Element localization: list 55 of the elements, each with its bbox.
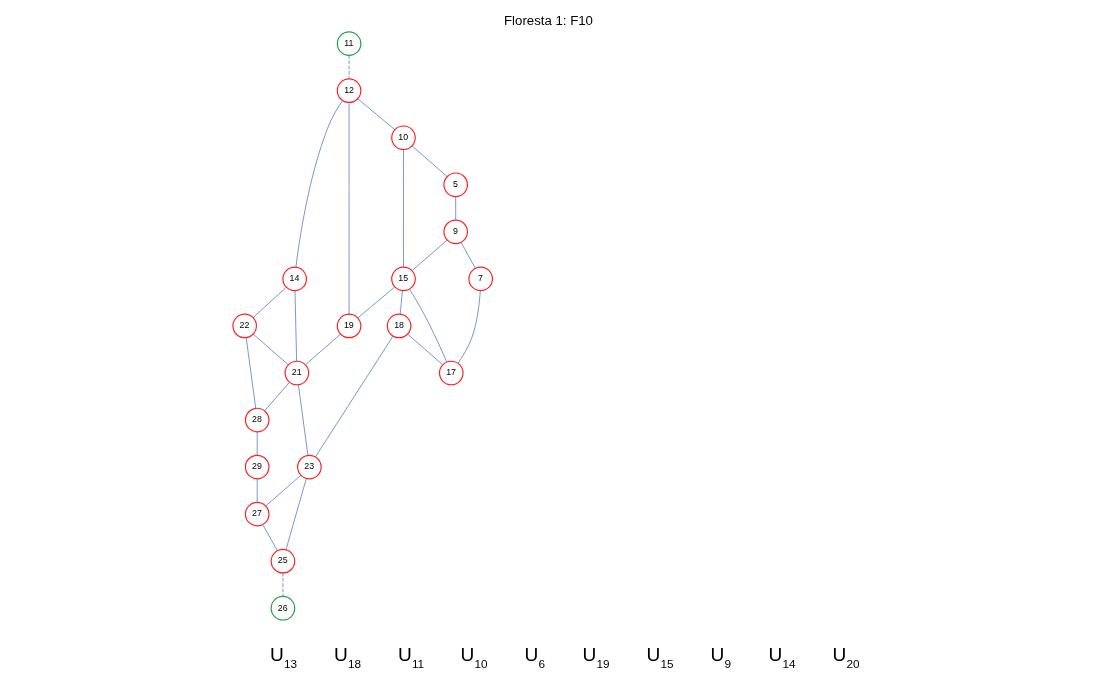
- node-circle: 22: [232, 313, 258, 339]
- label: U$_{19}$: [582, 644, 610, 670]
- node-circle: 27: [244, 501, 270, 527]
- connector: [262, 524, 278, 551]
- label: U$_{6}$: [524, 644, 545, 670]
- connector: [348, 55, 350, 80]
- node-circle: 15: [391, 266, 416, 292]
- diagram-title: Floresta 1: F10: [504, 12, 593, 28]
- node-circle: 29: [244, 454, 270, 480]
- connector: [282, 572, 284, 597]
- label: U$_{18}$: [334, 644, 362, 670]
- connector: [411, 239, 448, 271]
- node-circle: 11: [336, 31, 362, 56]
- label: U$_{20}$: [832, 644, 860, 670]
- connector: [409, 288, 448, 363]
- label: U$_{10}$: [460, 644, 488, 670]
- connector: [265, 474, 302, 507]
- label: U$_{14}$: [768, 644, 796, 670]
- node-circle: 28: [244, 407, 270, 433]
- connector: [285, 478, 307, 551]
- label: U$_{13}$: [270, 644, 298, 670]
- connector: [294, 290, 297, 362]
- connector: [357, 286, 396, 319]
- node-circle: 5: [443, 172, 469, 198]
- node-circle: 19: [336, 313, 362, 339]
- node-circle: 10: [391, 125, 416, 151]
- node-circle: 14: [282, 266, 308, 292]
- node-circle: 9: [443, 219, 469, 245]
- connector: [407, 333, 443, 365]
- connector: [455, 196, 457, 221]
- connector: [264, 381, 290, 412]
- connector: [252, 287, 287, 318]
- node-circle: 18: [386, 313, 412, 339]
- label: U$_{11}$: [397, 644, 425, 670]
- connector: [411, 145, 448, 177]
- connector: [457, 290, 481, 364]
- node-circle: 12: [336, 78, 362, 104]
- connector: [399, 290, 403, 315]
- connector: [357, 98, 395, 130]
- connector: [460, 242, 476, 269]
- connector: [245, 337, 257, 409]
- connector: [298, 384, 309, 456]
- node-circle: 7: [468, 266, 494, 292]
- connector: [252, 333, 289, 365]
- connector: [305, 333, 341, 365]
- label: U$_{9}$: [710, 644, 731, 670]
- node-circle: 25: [270, 548, 296, 574]
- node-circle: 23: [297, 454, 322, 480]
- connector: [315, 335, 394, 458]
- connector: [295, 100, 343, 268]
- node-circle: 21: [284, 360, 310, 386]
- connector: [403, 149, 404, 268]
- node-circle: 17: [438, 360, 464, 386]
- node-circle: 26: [270, 595, 296, 621]
- label: U$_{15}$: [646, 644, 674, 670]
